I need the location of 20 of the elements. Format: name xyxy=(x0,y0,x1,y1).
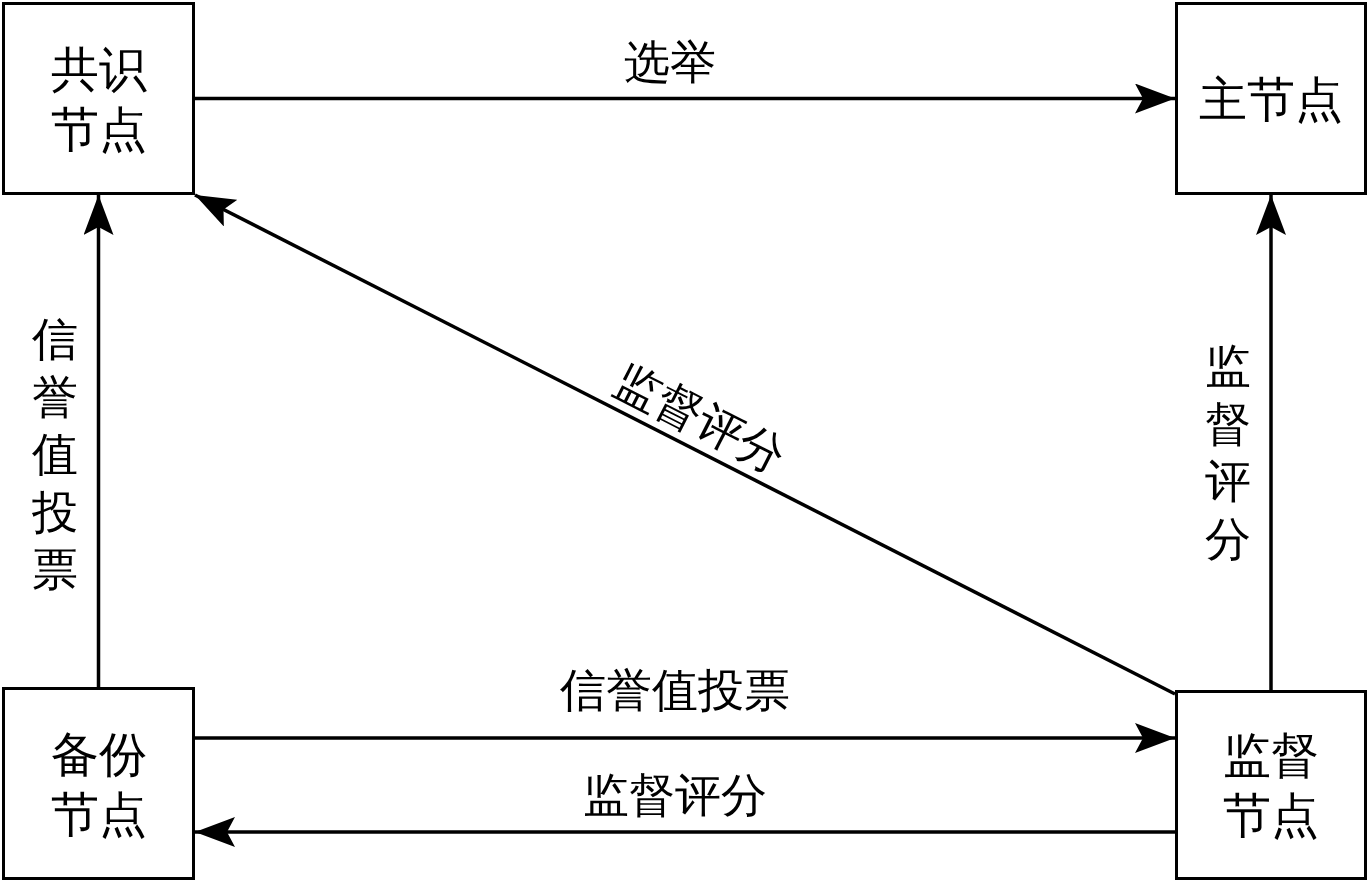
node-label: 监督节点 xyxy=(1222,726,1320,845)
edge-label: 选举 xyxy=(624,36,716,88)
edge-label: 监督评分 xyxy=(606,353,794,483)
arrow xyxy=(194,193,1176,696)
node-label: 主节点 xyxy=(1199,69,1343,129)
node-box xyxy=(2,2,195,195)
edge-label: 信誉值投票 xyxy=(31,311,80,598)
edge-label: 信誉值投票 xyxy=(560,664,790,716)
arrow xyxy=(1256,195,1286,690)
arrow xyxy=(83,195,114,687)
node-box xyxy=(2,687,195,880)
arrow xyxy=(195,83,1175,114)
node-box xyxy=(1175,690,1367,880)
edge-label: 监督评分 xyxy=(1204,338,1253,568)
arrow xyxy=(195,817,1175,847)
edge-label: 监督评分 xyxy=(583,769,767,821)
arrow xyxy=(195,723,1175,753)
node-label: 共识节点 xyxy=(49,39,148,159)
node-label: 备份节点 xyxy=(49,724,148,844)
node-box xyxy=(1175,2,1367,195)
